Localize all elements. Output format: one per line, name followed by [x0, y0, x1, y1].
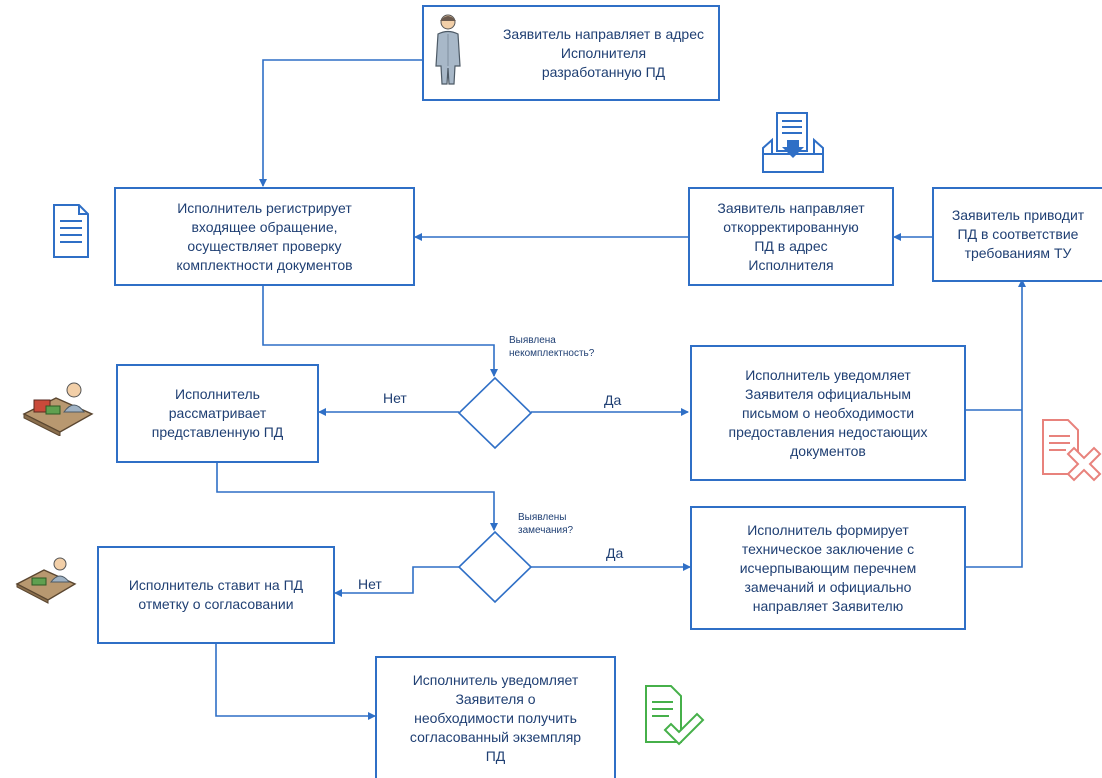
edge-approval-to-notify	[215, 644, 376, 720]
edge-decision2-no	[334, 566, 459, 597]
box-notify-missing: Исполнитель уведомляет Заявителя официал…	[690, 345, 966, 481]
worker-at-desk-icon	[15, 557, 77, 604]
inbox-document-icon	[762, 112, 824, 173]
document-approve-icon	[645, 685, 705, 746]
box-reviews: Исполнитель рассматривает представленную…	[116, 364, 319, 463]
box-technical-conclusion-text: Исполнитель формирует техническое заключ…	[739, 521, 917, 614]
box-register-text: Исполнитель регистрирует входящее обраще…	[176, 199, 353, 273]
document-reject-icon	[1042, 419, 1102, 482]
worker-at-desk-icon	[22, 382, 94, 436]
box-sends-corrected: Заявитель направляет откорректированную …	[688, 187, 894, 286]
branch-label-no-2: Нет	[358, 576, 382, 592]
edge-conclusion-return	[966, 279, 1026, 568]
box-register: Исполнитель регистрирует входящее обраще…	[114, 187, 415, 286]
box-approval-mark-text: Исполнитель ставит на ПД отметку о согла…	[128, 577, 304, 612]
box-applicant-sends: Заявитель направляет в адрес Исполнителя…	[422, 5, 720, 101]
box-brings-compliance: Заявитель приводит ПД в соответствие тре…	[932, 187, 1102, 282]
document-icon	[53, 204, 89, 258]
box-approval-mark: Исполнитель ставит на ПД отметку о согла…	[97, 546, 335, 644]
person-icon	[435, 14, 461, 85]
edge-reviews-to-decision2	[216, 463, 498, 531]
decision-question-remarks: Выявлены замечания?	[518, 512, 574, 536]
box-applicant-sends-text: Заявитель направляет в адрес Исполнителя…	[502, 25, 704, 80]
box-notify-receive-text: Исполнитель уведомляет Заявителя о необх…	[409, 671, 582, 764]
box-notify-receive: Исполнитель уведомляет Заявителя о необх…	[375, 656, 616, 778]
box-reviews-text: Исполнитель рассматривает представленную…	[151, 386, 284, 440]
branch-label-yes-2: Да	[606, 545, 624, 561]
edge-applicant-to-register	[259, 59, 422, 187]
box-brings-compliance-text: Заявитель приводит ПД в соответствие тре…	[951, 207, 1085, 261]
decision-diamond-incompleteness	[457, 376, 533, 450]
box-notify-missing-text: Исполнитель уведомляет Заявителя официал…	[728, 366, 928, 459]
box-technical-conclusion: Исполнитель формирует техническое заключ…	[690, 506, 966, 630]
decision-question-incompleteness: Выявлена некомплектность?	[509, 335, 595, 359]
box-sends-corrected-text: Заявитель направляет откорректированную …	[717, 199, 865, 273]
branch-label-no-1: Нет	[383, 390, 407, 406]
edge-register-to-decision1	[262, 286, 498, 377]
branch-label-yes-1: Да	[604, 392, 622, 408]
decision-diamond-remarks	[457, 530, 533, 604]
